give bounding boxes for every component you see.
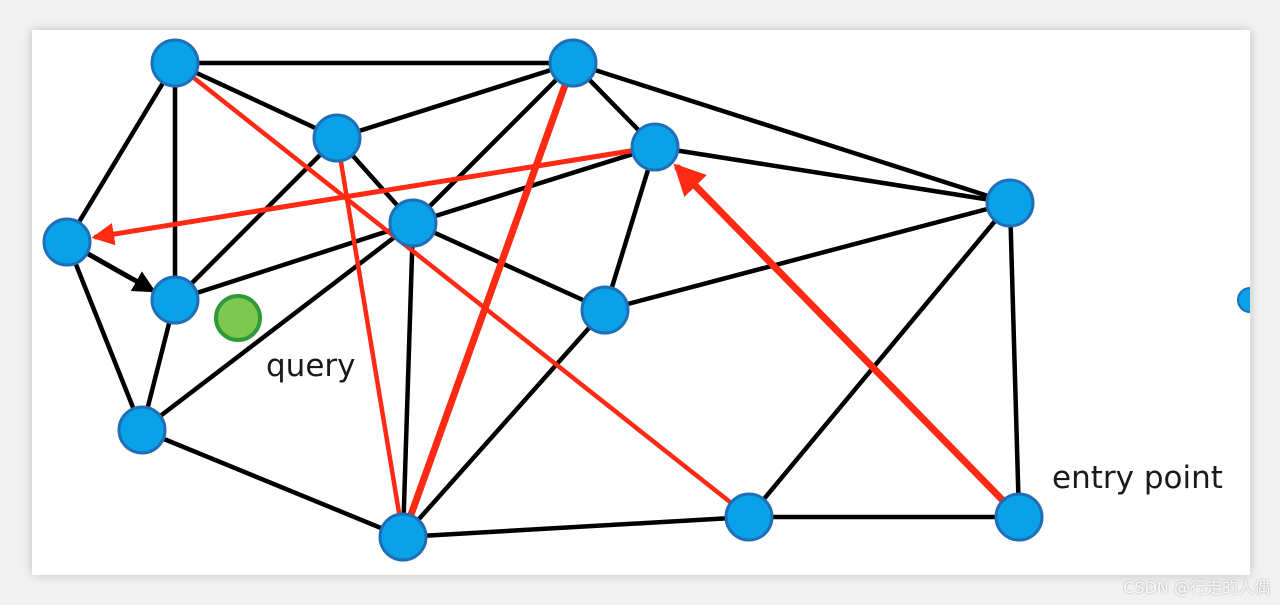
graph-edge	[410, 60, 576, 226]
graph-edge	[64, 60, 178, 245]
graph-edge	[410, 144, 658, 226]
graph-node	[117, 405, 167, 455]
graph-edge	[746, 200, 1013, 520]
query-point	[214, 294, 262, 342]
path-edge-upper-right-to-left	[91, 144, 658, 246]
graph-node-entry	[994, 492, 1044, 542]
graph-edge	[400, 307, 608, 540]
graph-edge	[172, 135, 340, 303]
graph-edge	[570, 60, 1013, 206]
search-path	[91, 59, 1023, 541]
graph-node	[312, 113, 362, 163]
graph-node	[388, 198, 438, 248]
graph-node	[150, 38, 200, 88]
graph-edge	[1007, 200, 1022, 520]
graph-node	[548, 38, 598, 88]
graph-edge	[172, 220, 416, 303]
graph-edge	[400, 514, 752, 540]
path-edge-entry-to-upper-right	[673, 163, 1023, 521]
path-edge-upper-node-to-bottom	[334, 135, 406, 540]
graph-node	[630, 122, 680, 172]
graph-edge	[400, 220, 416, 540]
graph-edge	[139, 427, 406, 540]
graph-edge	[602, 200, 1013, 313]
graph-edge	[334, 60, 576, 141]
graph-edge	[410, 220, 608, 313]
graph-edge	[652, 144, 1013, 206]
partial-node-edge-right	[1237, 287, 1251, 313]
graph-node	[724, 492, 774, 542]
graph-node	[378, 512, 428, 562]
graph-nodes	[42, 38, 1044, 562]
graph-edge	[139, 220, 416, 433]
query-label: query	[266, 348, 356, 384]
path-edge-top-to-bottom	[399, 59, 577, 541]
graph-node	[985, 178, 1035, 228]
graph-edge	[172, 60, 340, 141]
watermark: CSDN @行走的人偶	[1123, 578, 1270, 597]
path-edge-top-left-to-bottom-middle	[172, 60, 752, 520]
entry-point-label: entry point	[1052, 460, 1223, 496]
graph-edge	[64, 239, 145, 433]
graph-node-nearest	[150, 275, 200, 325]
graph-edges	[64, 60, 1022, 540]
graph-node	[42, 217, 92, 267]
graph-node	[580, 285, 630, 335]
graph-edge	[602, 144, 658, 313]
